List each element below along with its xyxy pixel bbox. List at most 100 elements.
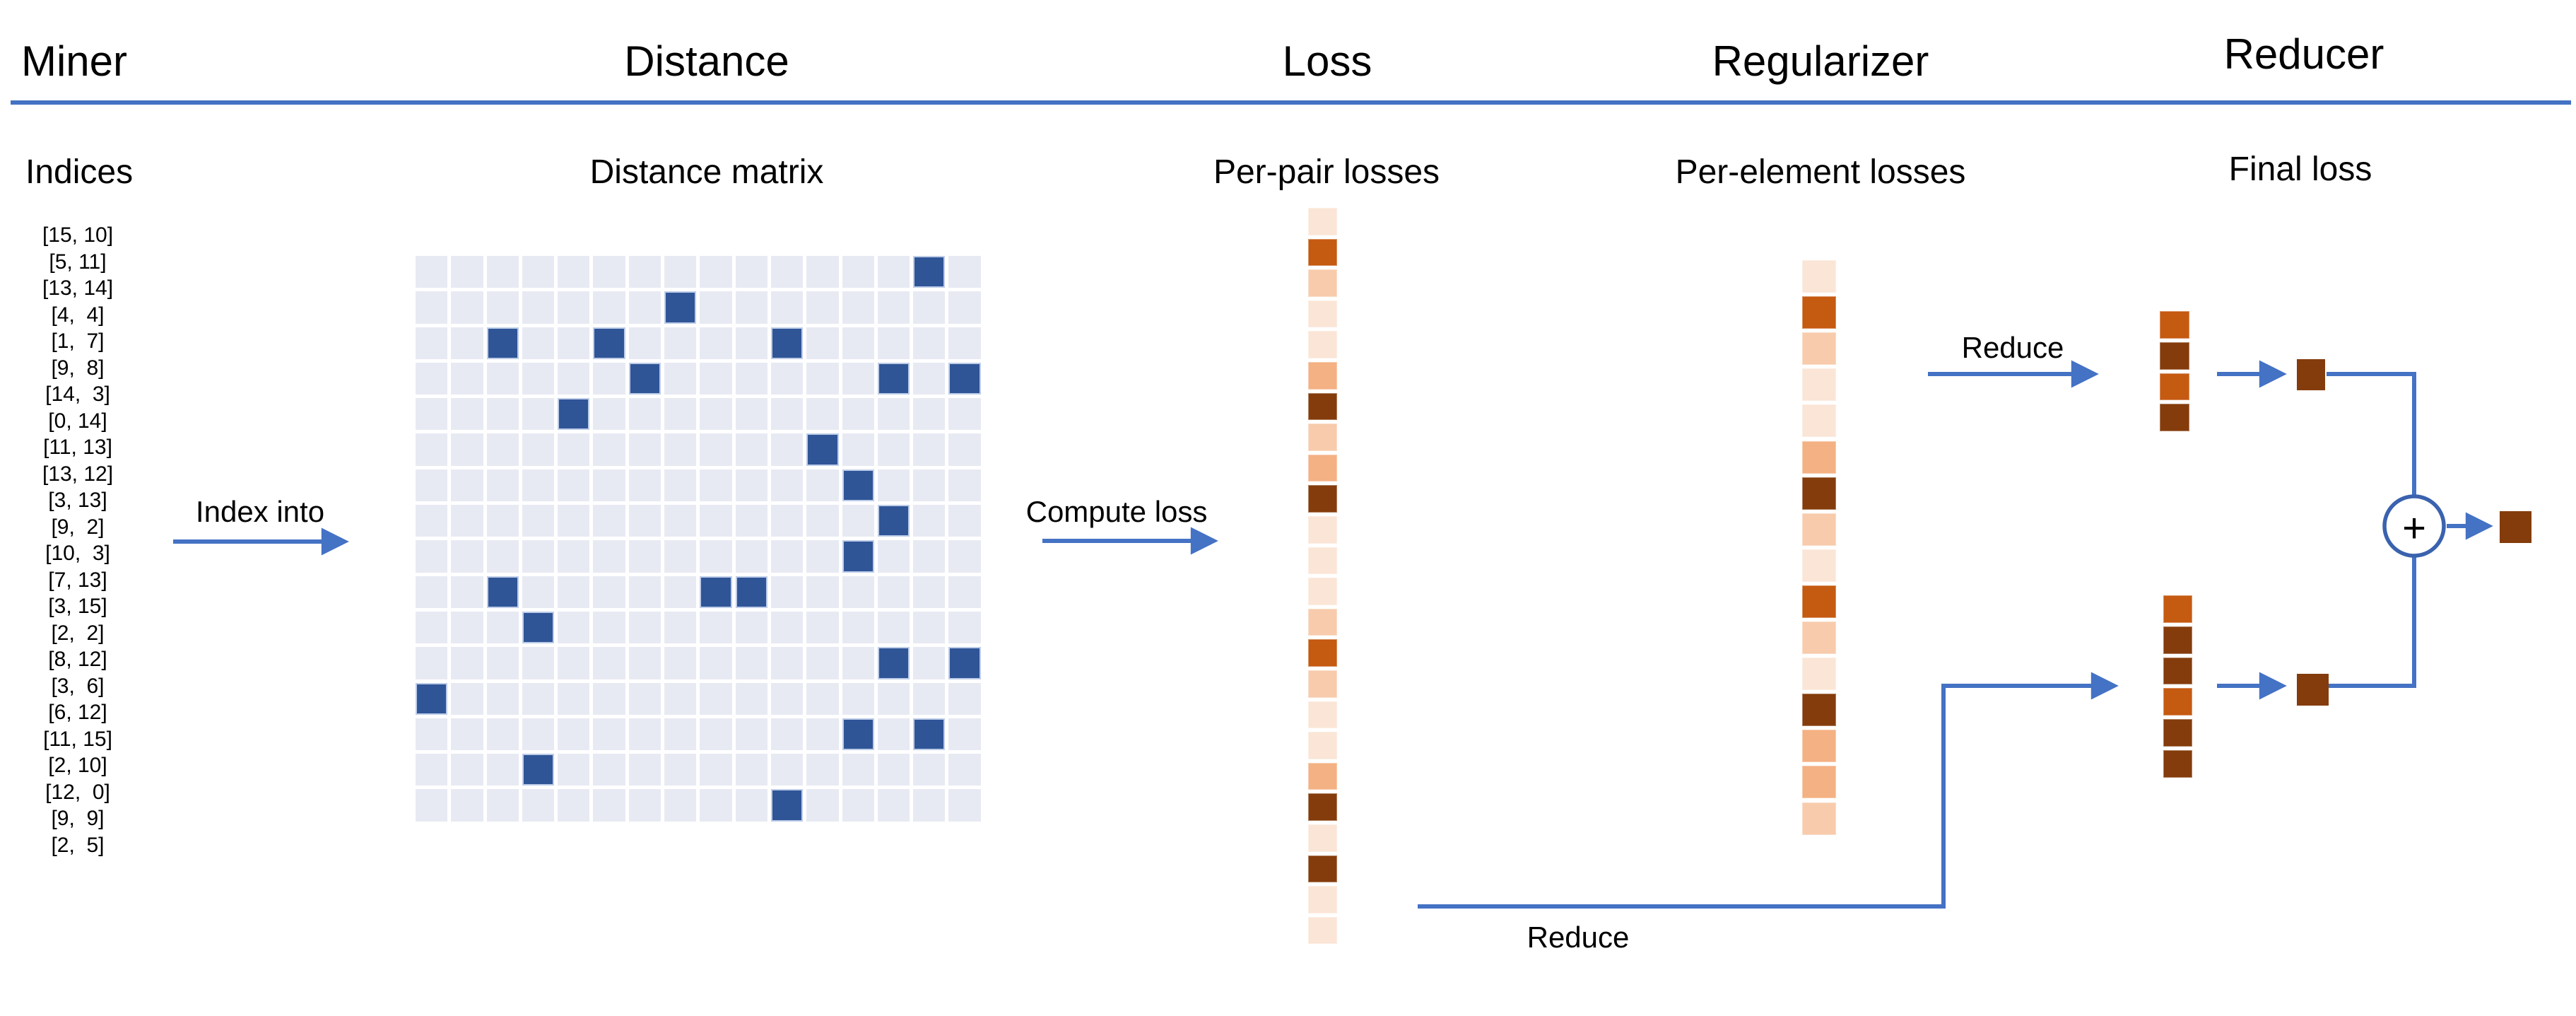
matrix-cell xyxy=(770,611,804,644)
reduced-bottom-strip-cell xyxy=(2163,750,2192,778)
matrix-cell xyxy=(700,291,732,324)
per-pair-strip-cell xyxy=(1308,793,1337,821)
matrix-cell xyxy=(913,505,946,537)
reduced-bottom-strip-cell xyxy=(2163,595,2192,623)
matrix-cell xyxy=(628,327,661,359)
matrix-cell xyxy=(593,611,625,644)
reduced-top-strip xyxy=(2160,311,2189,432)
matrix-cell xyxy=(593,540,625,573)
matrix-cell xyxy=(522,540,555,573)
matrix-cell xyxy=(451,469,483,502)
matrix-cell xyxy=(416,256,448,288)
matrix-cell xyxy=(451,647,483,679)
matrix-cell xyxy=(628,291,661,324)
matrix-cell xyxy=(806,611,839,644)
matrix-cell xyxy=(700,647,732,679)
matrix-cell xyxy=(522,505,555,537)
matrix-cell xyxy=(842,469,874,502)
matrix-cell xyxy=(735,540,767,573)
matrix-cell xyxy=(877,362,910,395)
matrix-cell xyxy=(877,647,910,679)
index-pair: [9, 9] xyxy=(51,807,105,830)
matrix-cell xyxy=(913,611,946,644)
matrix-cell xyxy=(593,291,625,324)
matrix-cell xyxy=(948,398,981,431)
matrix-cell xyxy=(416,327,448,359)
matrix-cell xyxy=(842,682,874,715)
matrix-cell xyxy=(486,789,519,822)
matrix-cell xyxy=(735,611,767,644)
matrix-cell xyxy=(700,327,732,359)
index-pair: [13, 12] xyxy=(42,462,114,486)
label-index-into: Index into xyxy=(195,495,325,528)
matrix-cell xyxy=(558,576,590,608)
matrix-cell xyxy=(806,256,839,288)
matrix-cell xyxy=(770,256,804,288)
per-pair-strip-cell xyxy=(1308,916,1337,945)
matrix-cell xyxy=(486,611,519,644)
matrix-cell xyxy=(664,291,697,324)
matrix-cell xyxy=(877,576,910,608)
matrix-cell xyxy=(770,789,804,822)
matrix-cell xyxy=(664,362,697,395)
matrix-cell xyxy=(735,291,767,324)
matrix-cell xyxy=(913,362,946,395)
per-element-strip-cell xyxy=(1802,802,1836,835)
matrix-cell xyxy=(700,398,732,431)
matrix-cell xyxy=(842,576,874,608)
matrix-cell xyxy=(664,398,697,431)
matrix-cell xyxy=(948,540,981,573)
matrix-cell xyxy=(451,718,483,751)
matrix-cell xyxy=(770,469,804,502)
reduce-bottom-elbow-arrow xyxy=(1418,672,2119,909)
matrix-cell xyxy=(913,256,946,288)
matrix-cell xyxy=(522,647,555,679)
matrix-cell xyxy=(522,291,555,324)
matrix-cell xyxy=(664,754,697,786)
matrix-cell xyxy=(877,611,910,644)
matrix-cell xyxy=(416,754,448,786)
matrix-cell xyxy=(948,505,981,537)
matrix-cell xyxy=(735,398,767,431)
matrix-cell xyxy=(628,505,661,537)
matrix-cell xyxy=(735,433,767,466)
matrix-cell xyxy=(593,647,625,679)
reduced-bottom-strip xyxy=(2163,595,2192,778)
matrix-cell xyxy=(451,327,483,359)
matrix-cell xyxy=(451,505,483,537)
matrix-cell xyxy=(522,256,555,288)
matrix-cell xyxy=(628,789,661,822)
matrix-cell xyxy=(842,362,874,395)
per-pair-strip-cell xyxy=(1308,855,1337,883)
matrix-cell xyxy=(416,540,448,573)
matrix-cell xyxy=(770,576,804,608)
matrix-cell xyxy=(664,682,697,715)
matrix-cell xyxy=(416,398,448,431)
matrix-cell xyxy=(842,505,874,537)
index-pair: [8, 12] xyxy=(48,648,107,671)
matrix-cell xyxy=(948,362,981,395)
matrix-cell xyxy=(913,433,946,466)
matrix-cell xyxy=(770,291,804,324)
matrix-cell xyxy=(451,789,483,822)
per-pair-strip-cell xyxy=(1308,269,1337,297)
label-final-loss: Final loss xyxy=(2228,151,2372,188)
matrix-cell xyxy=(913,540,946,573)
distance-matrix-grid xyxy=(416,256,981,822)
matrix-cell xyxy=(806,789,839,822)
matrix-cell xyxy=(628,398,661,431)
reduced-top-single-cell xyxy=(2297,359,2325,390)
per-pair-strip-cell xyxy=(1308,208,1337,235)
header-distance: Distance xyxy=(624,37,789,85)
matrix-cell xyxy=(913,291,946,324)
matrix-cell xyxy=(842,789,874,822)
matrix-cell xyxy=(806,291,839,324)
matrix-cell xyxy=(628,256,661,288)
matrix-cell xyxy=(700,754,732,786)
per-pair-strip-cell xyxy=(1308,824,1337,852)
matrix-cell xyxy=(948,433,981,466)
matrix-cell xyxy=(948,754,981,786)
matrix-cell xyxy=(948,611,981,644)
matrix-cell xyxy=(628,576,661,608)
matrix-cell xyxy=(700,505,732,537)
